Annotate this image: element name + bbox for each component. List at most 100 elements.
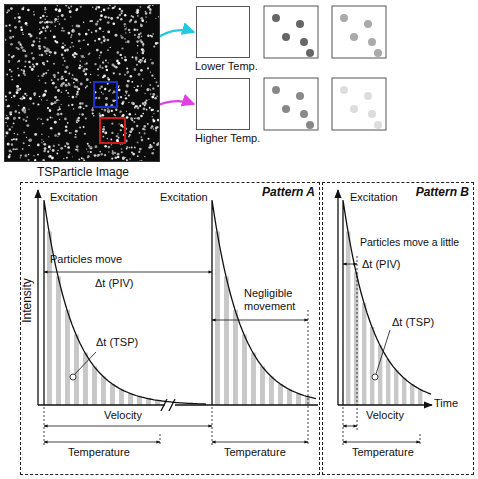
particle-dot bbox=[134, 107, 136, 109]
particle-dot bbox=[97, 74, 98, 75]
particle-dot bbox=[83, 159, 85, 161]
particle-dot bbox=[38, 45, 41, 48]
particle-dot bbox=[86, 78, 89, 81]
sample-bar bbox=[101, 376, 106, 405]
particle-dot bbox=[145, 16, 147, 18]
particle-dot bbox=[131, 15, 133, 17]
dim-arrow bbox=[212, 320, 308, 321]
particle-dot bbox=[133, 28, 135, 30]
particle-dot bbox=[124, 56, 126, 58]
particle-dot bbox=[17, 68, 19, 70]
particle-dot bbox=[26, 137, 27, 138]
particle-dot bbox=[29, 66, 31, 68]
sample-bar bbox=[296, 393, 301, 405]
sample-bar bbox=[56, 276, 61, 405]
particle-dot bbox=[50, 148, 51, 149]
particle-dot bbox=[85, 117, 87, 119]
particle-dot bbox=[18, 20, 20, 22]
particle-dot bbox=[30, 35, 33, 38]
marker-circle bbox=[70, 374, 76, 380]
particle-dot bbox=[95, 30, 98, 33]
particle-dot bbox=[115, 109, 117, 111]
particle-dot bbox=[152, 5, 153, 6]
particle-dot bbox=[11, 76, 13, 78]
particle-dot bbox=[140, 24, 143, 27]
particle-dot bbox=[126, 116, 129, 119]
particle-dot bbox=[58, 133, 61, 136]
particle-dot bbox=[10, 43, 13, 46]
particle-dot bbox=[57, 16, 58, 17]
particle-dot bbox=[137, 36, 140, 39]
particle-dot bbox=[42, 123, 44, 125]
particle-dot bbox=[129, 131, 132, 134]
particle-dot bbox=[44, 12, 46, 14]
particle-dot bbox=[102, 131, 104, 133]
particle-dot bbox=[41, 21, 43, 23]
particle-dot bbox=[148, 5, 150, 6]
particle-dot bbox=[130, 75, 133, 78]
particle-dot bbox=[111, 144, 112, 145]
particle-dot bbox=[125, 97, 127, 99]
particle-dot bbox=[91, 32, 93, 34]
particle-dot bbox=[152, 109, 154, 111]
particle-dot bbox=[350, 105, 358, 113]
particle-dot bbox=[56, 153, 58, 155]
particle-dot bbox=[18, 60, 20, 62]
particle-dot bbox=[114, 115, 116, 117]
sample-bar bbox=[74, 334, 79, 405]
particle-dot bbox=[83, 126, 85, 128]
particle-dot bbox=[39, 41, 41, 43]
particle-dot bbox=[104, 154, 106, 156]
particle-dot bbox=[65, 5, 67, 6]
particle-dot bbox=[44, 50, 46, 52]
particle-dot bbox=[13, 119, 14, 120]
particle-dot bbox=[122, 157, 125, 160]
particle-dot bbox=[114, 152, 116, 154]
text-label: Excitation bbox=[50, 191, 98, 204]
image-panel bbox=[332, 78, 386, 130]
particle-dot bbox=[116, 51, 119, 54]
particle-dot bbox=[141, 85, 142, 86]
particle-dot bbox=[17, 88, 20, 91]
particle-dot bbox=[42, 15, 45, 18]
particle-dot bbox=[144, 93, 145, 94]
particle-dot bbox=[77, 81, 78, 82]
particle-dot bbox=[120, 130, 121, 131]
particle-dot bbox=[153, 142, 155, 144]
particle-dot bbox=[48, 146, 51, 149]
particle-dot bbox=[150, 89, 151, 90]
particle-dot bbox=[150, 127, 152, 129]
sample-bar bbox=[418, 389, 422, 405]
particle-dot bbox=[79, 106, 82, 109]
particle-dot bbox=[109, 5, 111, 6]
particle-dot bbox=[146, 88, 149, 91]
particle-dot bbox=[24, 93, 26, 95]
particle-dot bbox=[306, 121, 314, 129]
particle-dot bbox=[72, 74, 74, 76]
particle-dot bbox=[40, 118, 42, 120]
particle-dot bbox=[33, 92, 36, 95]
particle-dot bbox=[18, 117, 20, 119]
particle-dot bbox=[48, 155, 50, 157]
particle-dot bbox=[11, 144, 12, 145]
particle-dot bbox=[6, 117, 9, 120]
particle-dot bbox=[151, 109, 153, 111]
particle-dot bbox=[62, 42, 64, 44]
particle-dot bbox=[20, 28, 23, 31]
particle-dot bbox=[21, 97, 24, 100]
particle-dot bbox=[71, 30, 74, 33]
particle-dot bbox=[82, 55, 84, 57]
image-panel bbox=[332, 6, 386, 58]
particle-dot bbox=[44, 82, 46, 84]
particle-dot bbox=[134, 21, 136, 23]
particle-dot bbox=[86, 149, 87, 150]
particle-dot bbox=[52, 82, 55, 85]
particle-dot bbox=[28, 154, 29, 155]
text-label: Δt (TSP) bbox=[392, 316, 434, 329]
node-label: Higher Temp. bbox=[195, 132, 260, 145]
particle-dot bbox=[156, 95, 158, 97]
particle-dot bbox=[87, 143, 89, 145]
particle-dot bbox=[98, 38, 101, 41]
particle-dot bbox=[146, 109, 148, 111]
particle-dot bbox=[62, 27, 64, 29]
